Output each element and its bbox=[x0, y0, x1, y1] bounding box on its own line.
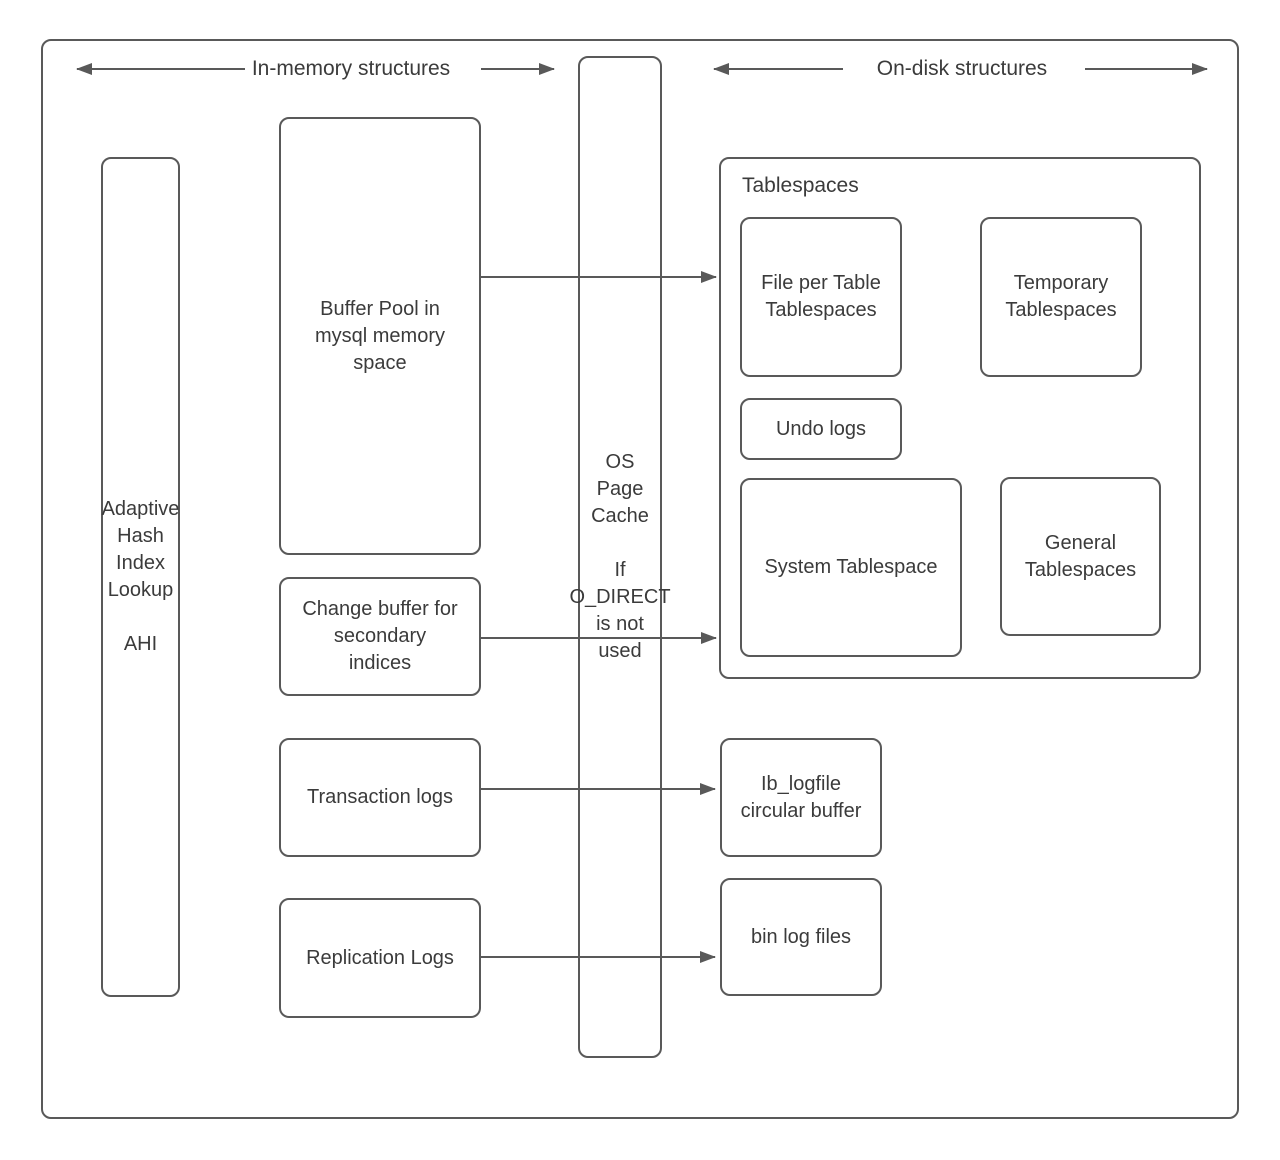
system-tablespace-box: System Tablespace bbox=[740, 478, 962, 657]
os-page-cache-label: OS Page Cache If O_DIRECT is not used bbox=[569, 451, 671, 662]
bin-log-files-box: bin log files bbox=[720, 878, 882, 996]
general-tablespaces-box: General Tablespaces bbox=[1000, 477, 1161, 636]
buffer-pool-label: Buffer Pool in mysql memory space bbox=[314, 297, 445, 374]
in-memory-structures-header: In-memory structures bbox=[251, 57, 451, 80]
transaction-logs-label: Transaction logs bbox=[307, 786, 453, 808]
system-tablespace-label: System Tablespace bbox=[764, 556, 938, 578]
ib-logfile-label: Ib_logfile circular buffer bbox=[740, 772, 862, 822]
transaction-logs-box: Transaction logs bbox=[279, 738, 481, 857]
adaptive-hash-index-label: Adaptive Hash Index Lookup AHI bbox=[101, 498, 180, 655]
diagram-outer-border bbox=[41, 39, 1239, 1119]
tablespaces-group-label: Tablespaces bbox=[742, 174, 859, 197]
os-page-cache-box: OS Page Cache If O_DIRECT is not used bbox=[569, 56, 671, 1058]
file-per-table-tablespaces-label: File per Table Tablespaces bbox=[761, 272, 881, 321]
temporary-tablespaces-box: Temporary Tablespaces bbox=[980, 217, 1142, 377]
on-disk-structures-header: On-disk structures bbox=[876, 57, 1048, 80]
undo-logs-label: Undo logs bbox=[775, 417, 867, 440]
ib-logfile-box: Ib_logfile circular buffer bbox=[720, 738, 882, 857]
replication-logs-box: Replication Logs bbox=[279, 898, 481, 1018]
undo-logs-box: Undo logs bbox=[740, 398, 902, 460]
adaptive-hash-index-box: Adaptive Hash Index Lookup AHI bbox=[101, 157, 180, 997]
replication-logs-label: Replication Logs bbox=[306, 946, 454, 969]
change-buffer-box: Change buffer for secondary indices bbox=[279, 577, 481, 696]
bin-log-files-label: bin log files bbox=[750, 925, 852, 948]
file-per-table-tablespaces-box: File per Table Tablespaces bbox=[740, 217, 902, 377]
change-buffer-label: Change buffer for secondary indices bbox=[302, 598, 458, 674]
general-tablespaces-label: General Tablespaces bbox=[1024, 531, 1137, 581]
tablespaces-group bbox=[719, 157, 1201, 679]
buffer-pool-box: Buffer Pool in mysql memory space bbox=[279, 117, 481, 555]
temporary-tablespaces-label: Temporary Tablespaces bbox=[1005, 272, 1117, 321]
